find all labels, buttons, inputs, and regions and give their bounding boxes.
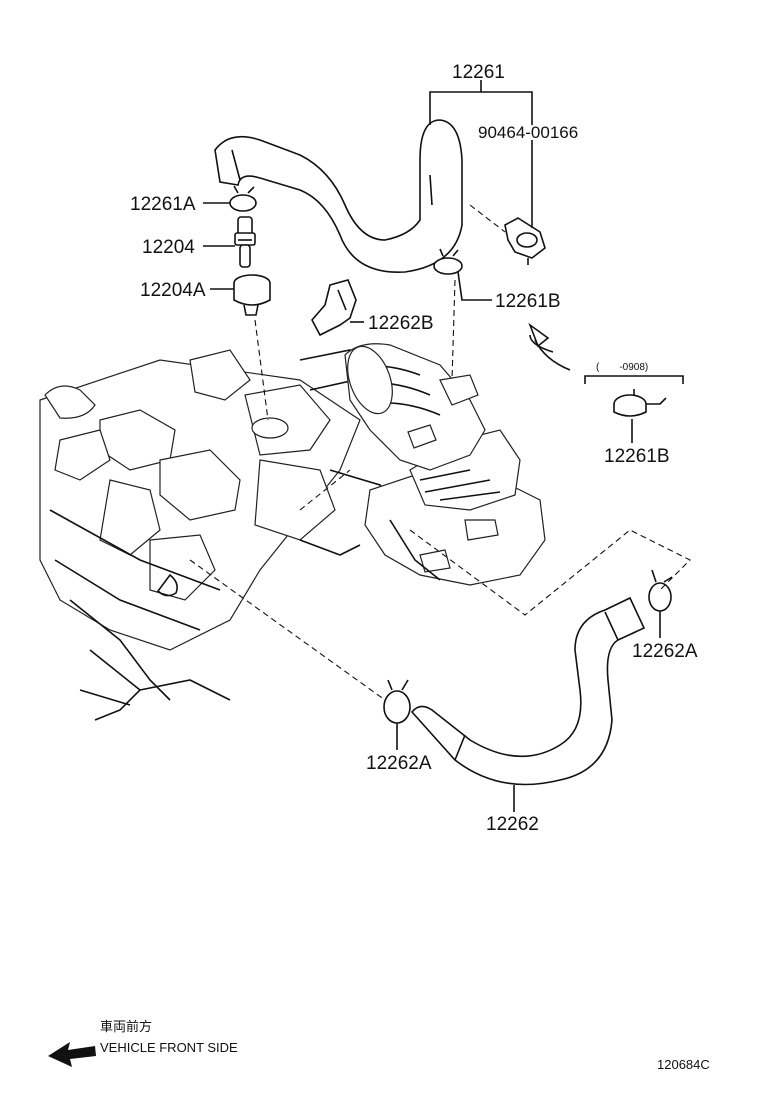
- engine-block: [39, 349, 401, 721]
- part-label-12261b-alt[interactable]: 12261B: [604, 446, 670, 467]
- part-label-12261a[interactable]: 12261A: [130, 194, 196, 215]
- hose-12261: [214, 119, 463, 273]
- part-label-12262b[interactable]: 12262B: [368, 313, 434, 334]
- hose-12262: [410, 596, 646, 786]
- clamp-bracket-12262b: [311, 279, 357, 337]
- front-label-english: VEHICLE FRONT SIDE: [100, 1040, 238, 1055]
- clip-12261a: [229, 185, 257, 212]
- front-label-japanese: 車両前方: [100, 1019, 152, 1034]
- part-label-12262[interactable]: 12262: [486, 814, 539, 835]
- clip-12262a-right: [648, 569, 673, 612]
- throttle-body-assembly: [344, 343, 546, 586]
- part-label-12204[interactable]: 12204: [142, 237, 195, 258]
- pcv-valve-12204: [234, 216, 256, 268]
- part-label-12261[interactable]: 12261: [452, 62, 505, 83]
- clip-12262a-left: [383, 679, 411, 724]
- clip-12261b-main: [433, 248, 463, 275]
- part-label-12261b-main[interactable]: 12261B: [495, 291, 561, 312]
- leader-lines: [203, 80, 684, 812]
- diagram-id: 120684C: [657, 1057, 710, 1072]
- part-label-12262a-left[interactable]: 12262A: [366, 753, 432, 774]
- grommet-12204a: [233, 274, 271, 316]
- part-label-90464[interactable]: 90464-00166: [478, 123, 578, 142]
- variant-note: ( -0908): [596, 362, 648, 373]
- clip-12261b-alt: [613, 394, 667, 417]
- part-label-12204a[interactable]: 12204A: [140, 280, 206, 301]
- front-arrow-icon: [48, 1042, 96, 1067]
- clamp-90464: [504, 217, 546, 265]
- part-label-12262a-right[interactable]: 12262A: [632, 641, 698, 662]
- dashed-assembly-lines: [189, 204, 691, 701]
